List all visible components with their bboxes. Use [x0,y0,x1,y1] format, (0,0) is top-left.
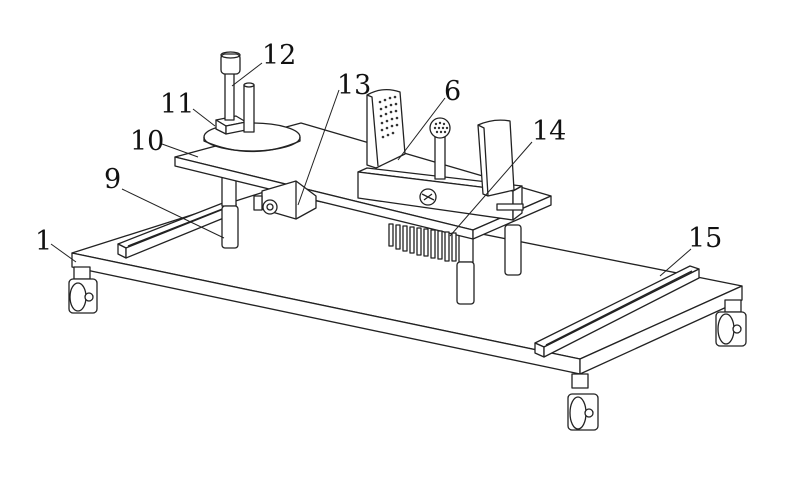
leader-lines [50,62,692,277]
label-1: 1 [35,226,52,257]
caster-back-right [715,299,747,347]
label-9: 9 [104,164,121,195]
handle-post-12 [220,51,241,121]
label-11: 11 [160,89,194,120]
callout-labels: 1 9 10 11 12 13 6 14 15 [35,40,722,257]
label-14: 14 [532,116,566,147]
base-platform [71,190,743,375]
support-posts [221,167,522,305]
caster-front-left [68,266,98,314]
label-12: 12 [262,40,296,71]
brush-bristles [388,223,457,262]
rod-post [243,82,255,133]
label-13: 13 [337,70,371,101]
label-15: 15 [688,223,722,254]
clamp-plate-right [477,119,515,197]
knob-post [429,117,451,180]
rail-right-15 [534,265,700,358]
label-6: 6 [444,76,461,107]
caster-front-right [567,373,599,431]
label-10: 10 [130,126,164,157]
clamp-plate-left [366,88,406,169]
motor-box [253,180,317,220]
